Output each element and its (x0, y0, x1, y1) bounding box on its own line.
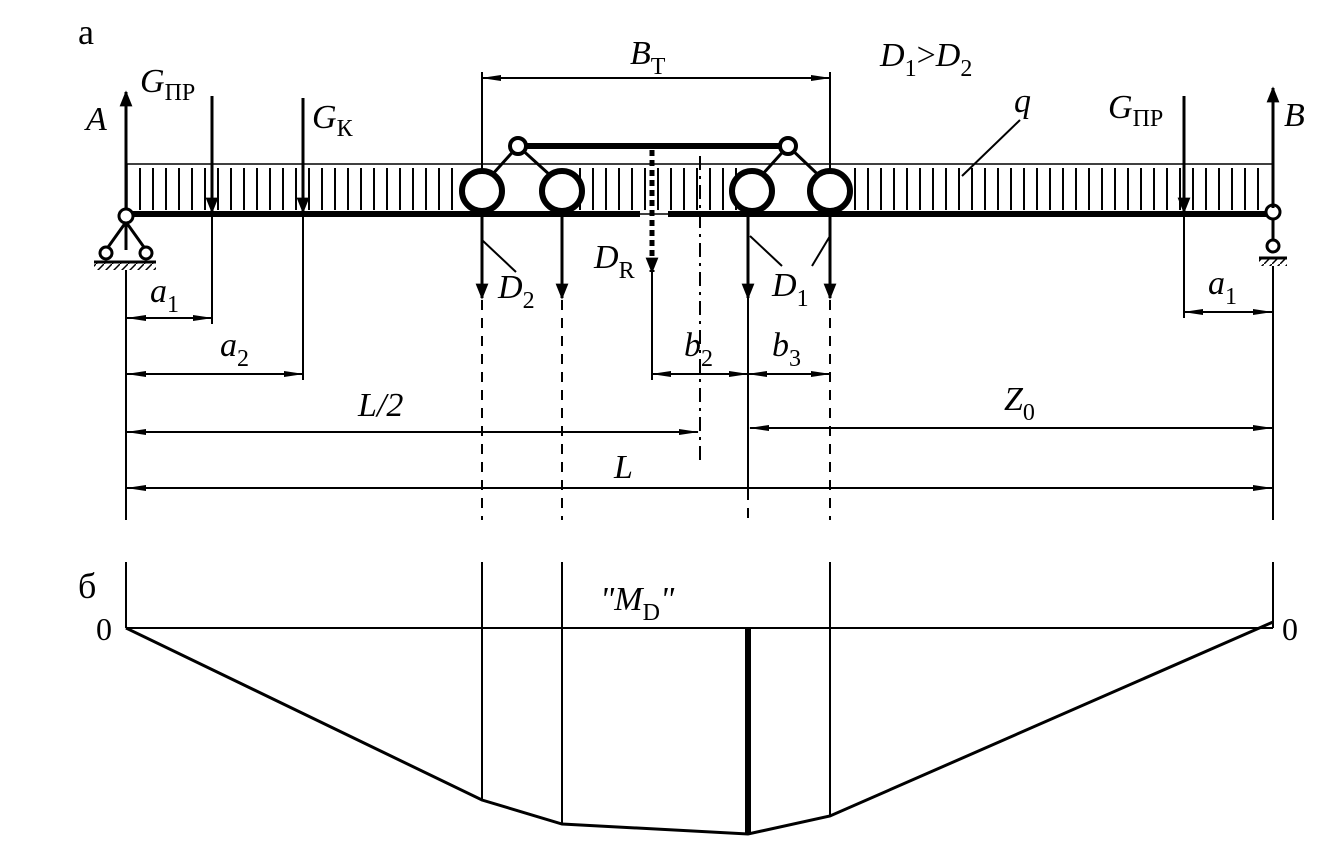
panel-b-label: б (78, 566, 96, 606)
label-a1-left: a1 (150, 273, 179, 318)
label-z0: Z0 (1004, 381, 1035, 426)
label-l: L (613, 449, 633, 486)
label-a2: a2 (220, 327, 249, 372)
label-d1: D1 (771, 267, 809, 312)
label-zero-right: 0 (1282, 611, 1298, 647)
wheel-d2-right (539, 168, 585, 214)
label-a1-right: a1 (1208, 265, 1237, 310)
wheel-d2-left (459, 168, 505, 214)
label-bt: BТ (630, 35, 666, 80)
panel-a-label: а (78, 12, 94, 52)
moment-diagram (125, 562, 1274, 836)
moment-curve (125, 620, 1274, 836)
label-l-half: L/2 (357, 387, 403, 424)
q-leader-line (961, 119, 1021, 177)
label-b3: b3 (772, 327, 801, 372)
support-a (94, 207, 156, 270)
label-zero-left: 0 (96, 611, 112, 647)
label-b2: b2 (684, 327, 713, 372)
label-b: B (1284, 97, 1305, 134)
label-q: q (1014, 83, 1031, 120)
trolley (459, 136, 853, 214)
wheel-d1-right (807, 168, 853, 214)
label-gpr-left: GПР (140, 63, 195, 106)
label-a: A (84, 101, 107, 138)
label-d2: D2 (497, 269, 535, 314)
label-gpr-right: GПР (1108, 89, 1163, 132)
wheel-d1-left (729, 168, 775, 214)
label-d1-gt-d2: D1>D2 (879, 37, 972, 82)
label-gk: GК (312, 99, 354, 142)
label-dr: DR (593, 239, 635, 284)
label-md: "MD" (600, 581, 675, 626)
